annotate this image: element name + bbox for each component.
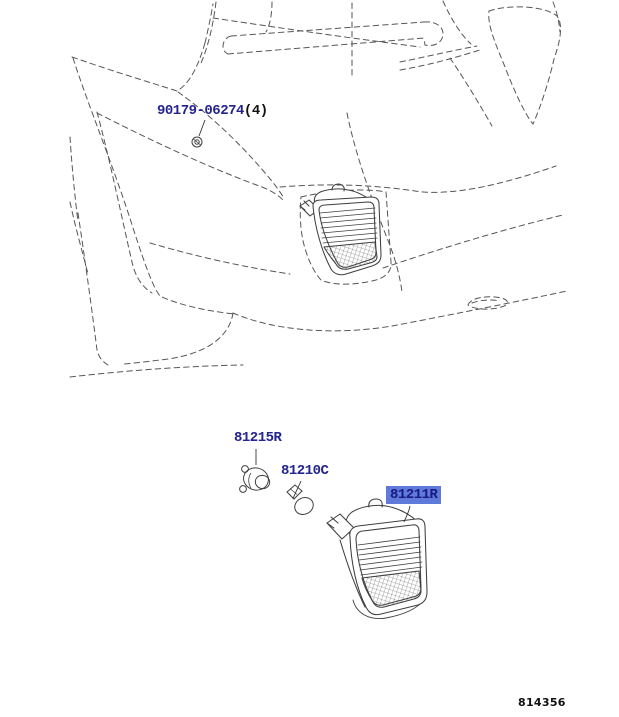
fog-lamp-assembly-drawing bbox=[326, 498, 428, 620]
leader-screw bbox=[198, 119, 206, 137]
figure-code: 814356 bbox=[518, 696, 566, 709]
part-number: 81215R bbox=[234, 430, 282, 446]
installed-fog-lamp-drawing bbox=[299, 183, 382, 276]
screw-icon bbox=[191, 136, 203, 148]
part-label-81210C[interactable]: 81210C bbox=[281, 463, 329, 479]
part-label-90179-06274[interactable]: 90179-06274(4) bbox=[157, 103, 268, 119]
part-quantity: (4) bbox=[243, 103, 268, 119]
part-number: 81210C bbox=[281, 463, 329, 479]
leader-lines bbox=[198, 119, 411, 523]
part-label-81215R[interactable]: 81215R bbox=[234, 430, 282, 446]
leader-bulb bbox=[292, 480, 302, 500]
part-number: 81211R bbox=[390, 487, 438, 503]
bulb-socket-drawing bbox=[239, 465, 271, 493]
bulb-drawing bbox=[286, 484, 314, 516]
part-number: 90179-06274 bbox=[157, 103, 244, 119]
leader-lamp bbox=[403, 505, 411, 523]
part-label-81211R-selected[interactable]: 81211R bbox=[386, 486, 442, 504]
car-body-outline bbox=[69, 0, 568, 378]
